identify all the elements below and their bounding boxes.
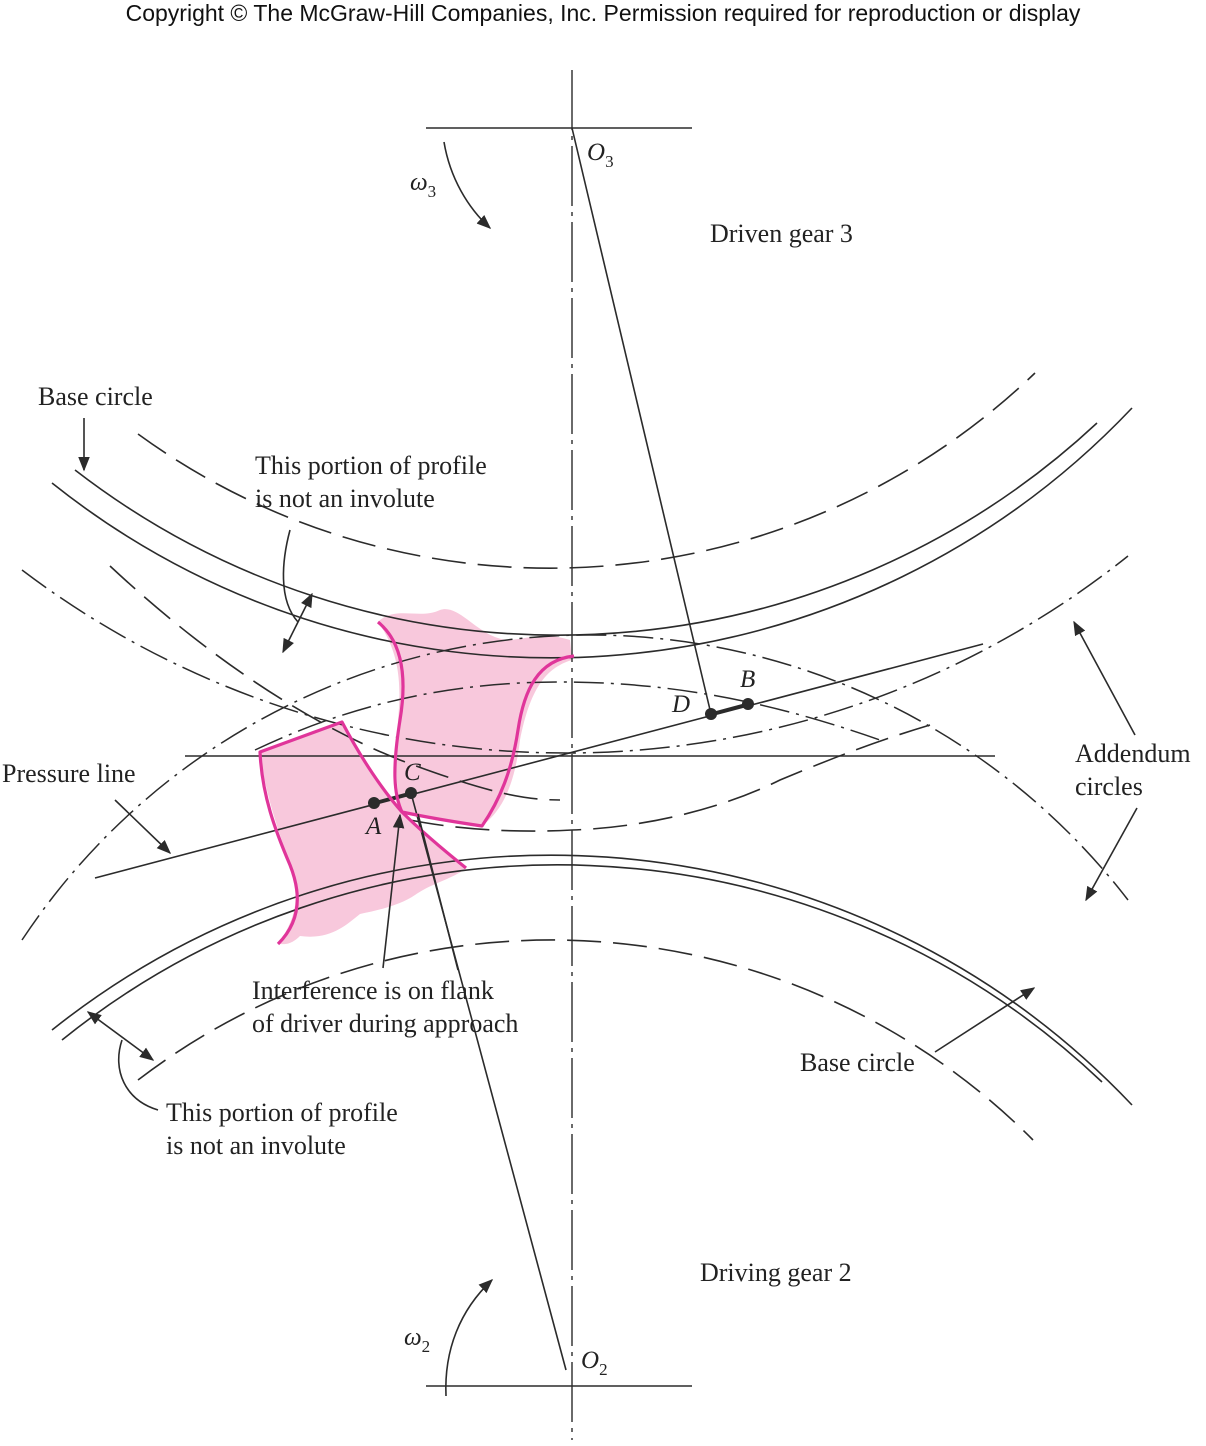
omega3-label: ω3 (410, 169, 436, 201)
driving-gear-label: Driving gear 2 (700, 1258, 852, 1287)
segment-db (710, 702, 749, 716)
driven-tooth-outline (376, 620, 575, 828)
base-circle-top-label: Base circle (38, 382, 153, 411)
interference-pointer (382, 813, 405, 969)
point-d-label: D (671, 691, 690, 718)
o3-to-d-line (571, 127, 712, 715)
driver-addendum-circle (21, 634, 1129, 941)
driver-pitch-circle (109, 565, 561, 801)
point-b-marker (742, 698, 754, 710)
point-a-marker (368, 797, 380, 809)
point-d-marker (705, 708, 717, 720)
pressure-line-label: Pressure line (2, 759, 136, 788)
interference-line1: Interference is on flank (252, 976, 494, 1005)
driven-pitch-circle (21, 555, 1129, 754)
not-involute-top-leader (282, 529, 299, 623)
omega3-arrow (443, 141, 492, 229)
addendum-line1: Addendum (1075, 739, 1191, 768)
driven-base-circle (74, 422, 1098, 636)
copyright-text: Copyright © The McGraw-Hill Companies, I… (126, 0, 1081, 26)
o2-label: O2 (581, 1347, 608, 1379)
not-involute-bottom-line2: is not an involute (166, 1131, 346, 1160)
not-involute-bottom-line1: This portion of profile (166, 1098, 398, 1127)
driver-tooth-shading (260, 722, 466, 945)
driver-root-circle (61, 864, 1103, 1083)
point-c-label: C (404, 759, 421, 786)
driver-base-circle (51, 854, 1133, 1106)
not-involute-top-line1: This portion of profile (255, 451, 487, 480)
driven-gear-label: Driven gear 3 (710, 219, 853, 248)
driven-addendum-dashdot-arc (254, 681, 881, 751)
point-b-label: B (740, 666, 755, 693)
addendum-pointer-upper (1073, 620, 1136, 736)
not-involute-top-double-arrow (282, 592, 313, 654)
base-circle-bottom-label: Base circle (800, 1048, 915, 1077)
point-c-marker (405, 787, 417, 799)
pressure-line-pointer (114, 799, 172, 854)
segment-ac (373, 791, 412, 805)
driver-dedendum-circle (137, 939, 1034, 1141)
pressure-line (94, 643, 984, 879)
interference-line2: of driver during approach (252, 1009, 518, 1038)
base-circle-bottom-pointer (934, 987, 1036, 1053)
point-a-label: A (364, 813, 382, 840)
o3-label: O3 (587, 139, 614, 171)
omega2-arrow (445, 1279, 494, 1397)
driven-tooth-shading (378, 609, 572, 826)
addendum-pointer-lower (1085, 807, 1138, 902)
not-involute-bottom-leader (117, 1039, 159, 1111)
driven-addendum-circle (137, 372, 1036, 569)
not-involute-top-line2: is not an involute (255, 484, 435, 513)
omega2-label: ω2 (404, 1324, 430, 1356)
addendum-line2: circles (1075, 772, 1143, 801)
interference-leader (417, 813, 459, 971)
driven-root-circle (51, 407, 1133, 659)
not-involute-bottom-double-arrow (86, 1011, 155, 1061)
driver-tooth-outline (258, 720, 467, 946)
